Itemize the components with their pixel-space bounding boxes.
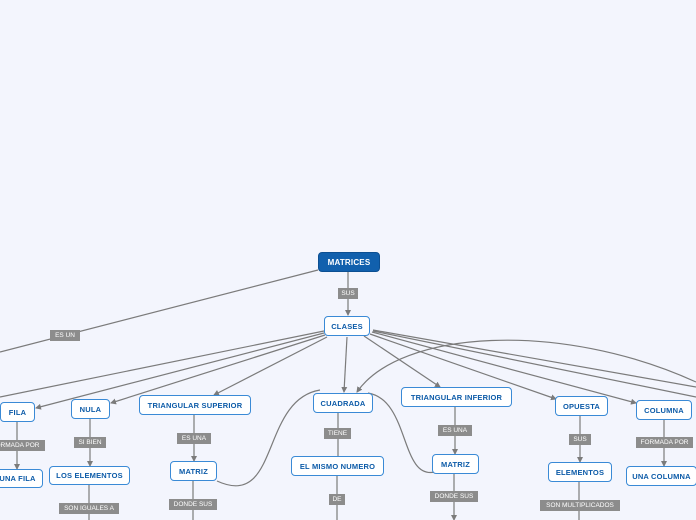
label-de: DE [329,494,345,505]
label-sus: SUS [338,288,358,299]
node-una-columna[interactable]: UNA COLUMNA [626,466,696,486]
node-triangular-superior[interactable]: TRIANGULAR SUPERIOR [139,395,251,415]
node-columna[interactable]: COLUMNA [636,400,692,420]
connector-clases-fila [35,332,325,410]
node-triangular-inferior[interactable]: TRIANGULAR INFERIOR [401,387,512,407]
connector-clases-nula [110,334,326,405]
node-los-elementos[interactable]: LOS ELEMENTOS [49,466,130,485]
connector-clases-triangular-superior [213,336,328,396]
label-sus-opuesta: SUS [569,434,591,445]
connector-clases-triangular-inferior [363,335,441,388]
node-matriz-inferior[interactable]: MATRIZ [432,454,479,474]
connector-curve-cuadrada-matriz-inf [367,392,436,473]
connector-clases-columna [371,331,637,405]
node-fila[interactable]: FILA [0,402,35,422]
label-son-iguales-a: SON IGUALES A [59,503,119,514]
node-matrices[interactable]: MATRICES [318,252,380,272]
label-es-un: ES UN [50,330,80,341]
node-opuesta[interactable]: OPUESTA [555,396,608,416]
label-es-una-inferior: ES UNA [438,425,472,436]
label-formada-por-right: FORMADA POR [636,437,693,448]
node-el-mismo-numero[interactable]: EL MISMO NUMERO [291,456,384,476]
label-si-bien: SI BIEN [74,437,106,448]
node-clases[interactable]: CLASES [324,316,370,336]
node-nula[interactable]: NULA [71,399,110,419]
connector-clases-opuesta [369,333,557,401]
label-tiene: TIENE [324,428,351,439]
node-una-fila[interactable]: UNA FILA [0,469,43,488]
node-matriz-superior[interactable]: MATRIZ [170,461,217,481]
connector-clases-offright-2 [372,330,696,398]
node-cuadrada[interactable]: CUADRADA [313,393,373,413]
connector-clases-offleft [0,330,325,398]
label-donde-sus-superior: DONDE SUS [169,499,217,510]
label-donde-sus-inferior: DONDE SUS [430,491,478,502]
connector-clases-cuadrada [341,336,348,393]
connector-matrices-es-un [0,269,319,353]
connector-clases-offright-1 [372,329,696,388]
connector-curve-matriz-sup-cuadrada [216,389,321,487]
label-son-multiplicados: SON MULTIPLICADOS [540,500,620,511]
label-formada-por-left: FORMADA POR [0,440,45,451]
connector-curve-to-cuadrada [356,339,696,393]
label-es-una-superior: ES UNA [177,433,211,444]
node-elementos[interactable]: ELEMENTOS [548,462,612,482]
